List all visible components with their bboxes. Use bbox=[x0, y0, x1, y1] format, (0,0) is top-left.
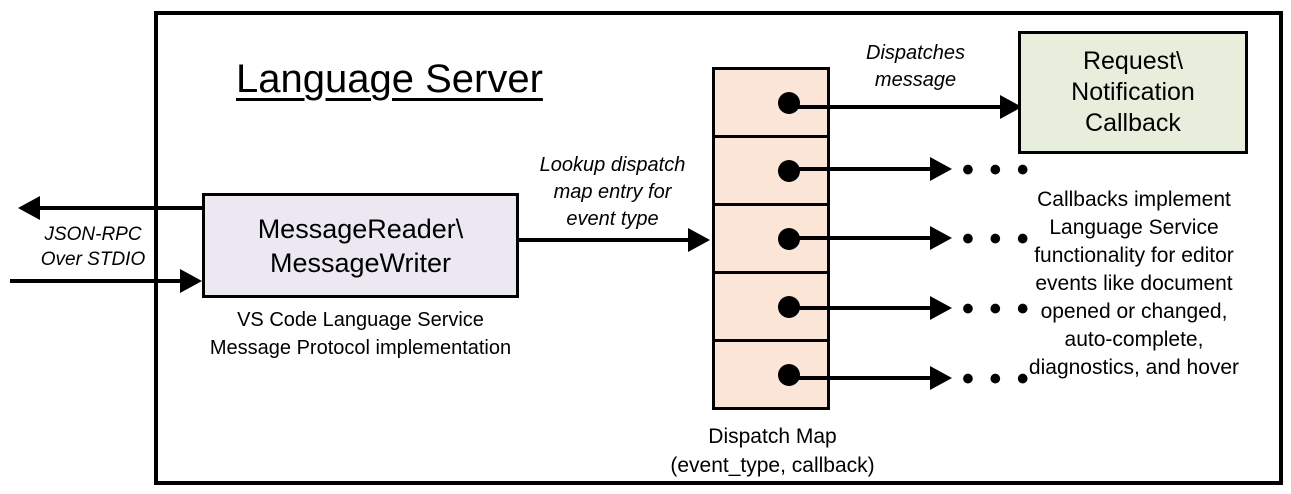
language-server-boundary bbox=[154, 11, 1283, 485]
dispatch-arrowhead-4 bbox=[930, 296, 952, 320]
dispatch-map-row[interactable] bbox=[715, 138, 827, 206]
dispatch-map-caption: Dispatch Map (event_type, callback) bbox=[670, 425, 875, 477]
dispatch-line-3 bbox=[787, 236, 937, 240]
callback-description: Callbacks implement Language Service fun… bbox=[1028, 188, 1240, 379]
dispatch-line-4 bbox=[787, 306, 937, 310]
dispatch-line-2 bbox=[787, 167, 937, 171]
dispatch-arrowhead-2 bbox=[930, 157, 952, 181]
outbound-stdio-arrowhead bbox=[18, 196, 40, 220]
dispatch-arrowhead-1 bbox=[1000, 95, 1022, 119]
inbound-stdio-line bbox=[10, 279, 182, 283]
dispatch-arrowhead-5 bbox=[930, 366, 952, 390]
jsonrpc-stdio-label: JSON-RPC Over STDIO bbox=[40, 224, 146, 270]
message-reader-caption: VS Code Language Service Message Protoco… bbox=[209, 309, 512, 359]
dispatches-message-label: Dispatches message bbox=[866, 42, 965, 91]
dispatch-ellipsis-2: • • • bbox=[962, 151, 1032, 189]
lookup-dispatch-label: Lookup dispatch map entry for event type bbox=[539, 154, 686, 230]
request-notification-callback-label: Request\ Notification Callback bbox=[1071, 47, 1195, 137]
dispatch-line-1 bbox=[787, 105, 1013, 109]
lookup-dispatch-line bbox=[518, 238, 690, 242]
dispatch-entry-dot-icon bbox=[778, 91, 800, 114]
lookup-dispatch-arrowhead bbox=[688, 228, 710, 252]
dispatch-map-row[interactable] bbox=[715, 342, 827, 407]
inbound-stdio-arrowhead bbox=[180, 269, 202, 293]
message-reader-writer-label: MessageReader\ MessageWriter bbox=[257, 213, 464, 278]
request-notification-callback-box[interactable]: Request\ Notification Callback bbox=[1018, 31, 1248, 154]
dispatch-arrowhead-3 bbox=[930, 226, 952, 250]
outbound-stdio-line bbox=[40, 206, 202, 210]
message-reader-writer-box[interactable]: MessageReader\ MessageWriter bbox=[202, 193, 519, 298]
page-title: Language Server bbox=[236, 57, 543, 101]
dispatch-entry-dot-icon bbox=[778, 363, 800, 386]
dispatch-map-row[interactable] bbox=[715, 206, 827, 274]
dispatch-map-row[interactable] bbox=[715, 70, 827, 138]
dispatch-line-5 bbox=[787, 376, 937, 380]
